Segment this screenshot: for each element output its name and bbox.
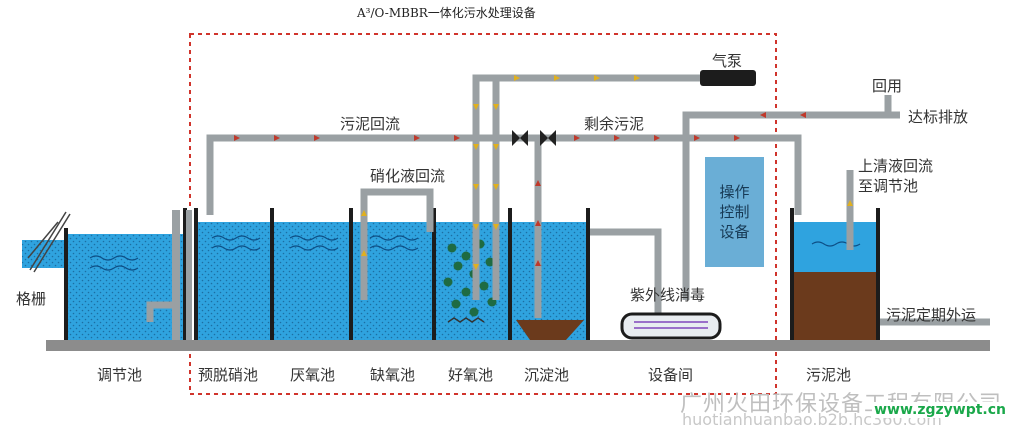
lift-pipe-inner [186, 210, 192, 340]
valves [512, 130, 556, 146]
lift-pipe [172, 210, 180, 340]
reuse-label: 回用 [872, 77, 903, 95]
tank-label-aerobic: 好氧池 [448, 366, 494, 384]
sludge-out-label: 污泥定期外运 [886, 306, 977, 324]
uv-unit [620, 312, 722, 340]
sludge-return-label: 污泥回流 [340, 115, 401, 133]
uv-disinfection-label: 紫外线消毒 [630, 286, 706, 304]
inlet-channel [22, 240, 66, 268]
sludge-tank-sludge [792, 272, 878, 340]
discharge-label: 达标排放 [908, 108, 969, 126]
tank-label-sedimentation: 沉淀池 [524, 366, 570, 384]
sludge-tank-water [792, 222, 878, 272]
screen-grating [27, 211, 71, 273]
tank-label-equipment-room: 设备间 [648, 366, 694, 384]
ground-slab [46, 340, 990, 351]
adjustment-tank-water [66, 234, 186, 340]
flow-arrows [234, 112, 806, 266]
tank-label-anoxic: 缺氧池 [370, 366, 416, 384]
screen-label: 格栅 [16, 290, 47, 308]
supernatant-return-label-2: 至调节池 [858, 177, 919, 195]
control-text-2: 控制 [719, 203, 750, 221]
tank-label-predenitrification: 预脱硝池 [198, 366, 259, 384]
control-text-1: 操作 [719, 183, 750, 201]
tank-label-adjustment: 调节池 [97, 366, 143, 384]
aerator [447, 317, 485, 323]
control-equipment-box: 操作 控制 设备 [705, 157, 764, 267]
control-text-3: 设备 [719, 223, 750, 241]
tank-label-sludge: 污泥池 [806, 366, 852, 384]
watermark-site: www.zgzywpt.cn [872, 402, 1008, 418]
air-arrows [361, 75, 853, 270]
excess-sludge-label: 剩余污泥 [584, 115, 645, 133]
supernatant-return-label: 上清液回流 [858, 157, 934, 175]
tank-label-anaerobic: 厌氧池 [290, 366, 336, 384]
nitrification-return-label: 硝化液回流 [370, 167, 446, 185]
page-title: A³/O-MBBR一体化污水处理设备 [357, 6, 536, 20]
air-pump [700, 70, 756, 86]
tank-walls [64, 208, 880, 340]
mbbr-carriers [443, 239, 497, 317]
sedimentation-sludge [516, 320, 584, 340]
air-pump-label: 气泵 [712, 52, 743, 70]
